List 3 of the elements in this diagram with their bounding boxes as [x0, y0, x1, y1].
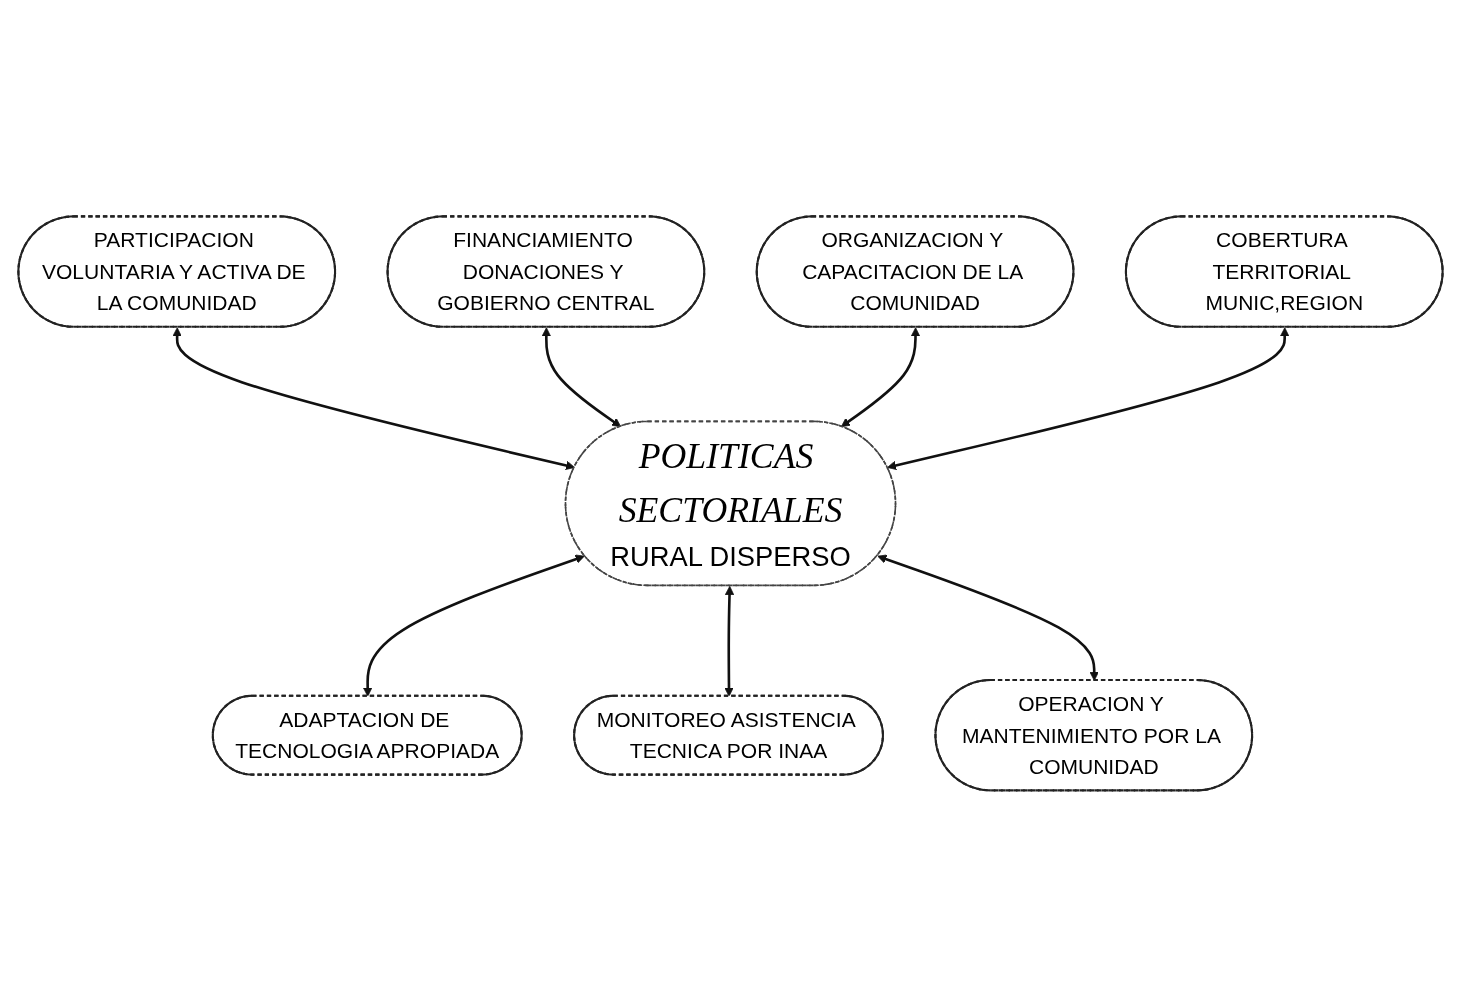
arrow [541, 327, 622, 428]
arrow [840, 327, 921, 428]
arrow [887, 327, 1290, 471]
